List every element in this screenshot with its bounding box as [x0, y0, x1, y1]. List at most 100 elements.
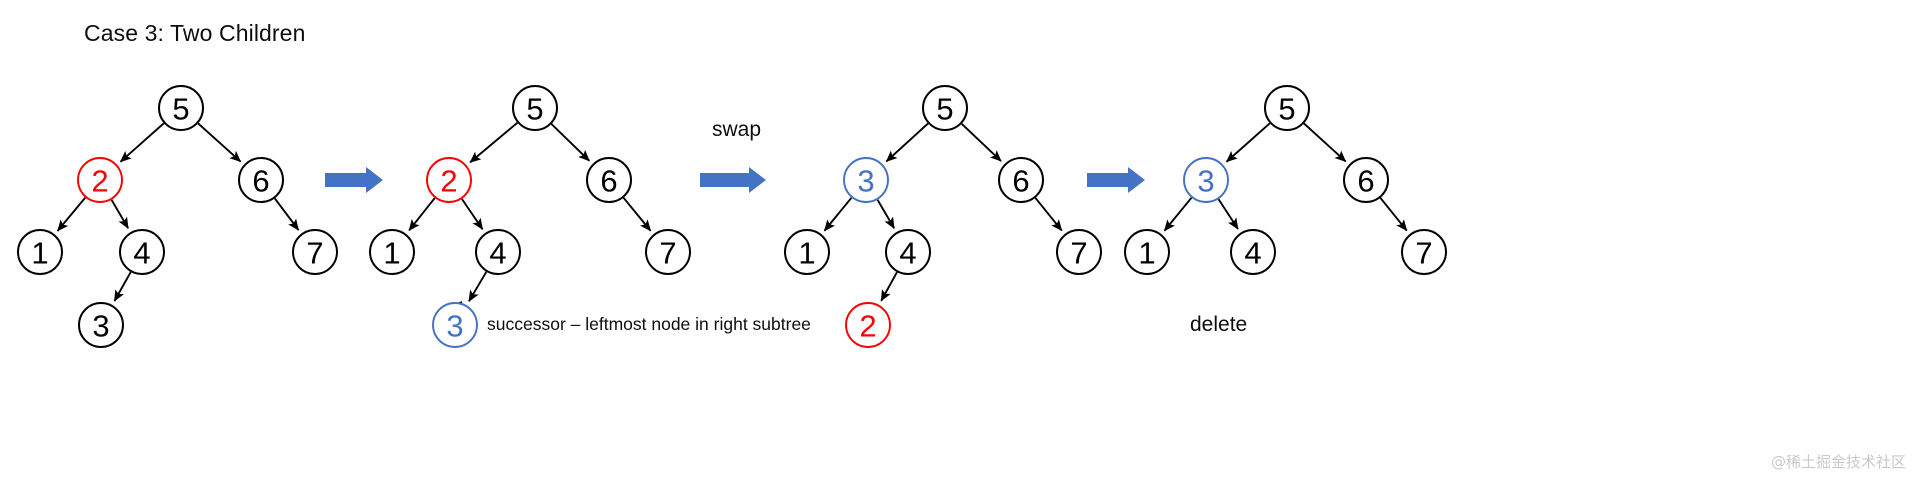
node-label: 2	[859, 309, 876, 344]
node-circle	[475, 229, 521, 275]
tree-edge	[550, 123, 590, 162]
tree-node-4[interactable]: 4	[119, 229, 165, 275]
tree-node-1[interactable]: 1	[784, 229, 830, 275]
node-label: 6	[600, 164, 617, 199]
node-circle	[586, 157, 632, 203]
node-circle	[426, 157, 472, 203]
tree-edge	[876, 199, 895, 229]
node-circle	[17, 229, 63, 275]
node-circle	[1401, 229, 1447, 275]
node-label: 5	[1278, 92, 1295, 127]
node-circle	[1124, 229, 1170, 275]
tree-node-5[interactable]: 5	[158, 85, 204, 131]
tree-node-2[interactable]: 2	[845, 302, 891, 348]
node-label: 3	[857, 164, 874, 199]
swap-label: swap	[712, 118, 762, 141]
tree-node-6[interactable]: 6	[998, 157, 1044, 203]
node-label: 7	[659, 236, 676, 271]
tree-node-3[interactable]: 3	[432, 302, 478, 348]
tree-node-7[interactable]: 7	[1401, 229, 1447, 275]
node-circle	[1343, 157, 1389, 203]
tree-node-3[interactable]: 3	[1183, 157, 1229, 203]
tree-edge	[622, 197, 652, 232]
tree-edge	[961, 123, 1002, 162]
node-circle	[843, 157, 889, 203]
tree-node-7[interactable]: 7	[292, 229, 338, 275]
tree-edge	[1225, 122, 1271, 163]
node-label: 6	[252, 164, 269, 199]
node-label: 4	[899, 236, 916, 271]
tree-node-5[interactable]: 5	[1264, 85, 1310, 131]
watermark: @稀土掘金技术社区	[1770, 453, 1906, 471]
tree-node-1[interactable]: 1	[1124, 229, 1170, 275]
tree-edge	[885, 122, 929, 163]
node-circle	[119, 229, 165, 275]
node-circle	[292, 229, 338, 275]
node-circle	[512, 85, 558, 131]
node-label: 6	[1012, 164, 1029, 199]
tree-node-1[interactable]: 1	[369, 229, 415, 275]
tree-edges-layer	[56, 122, 1408, 302]
tree-node-4[interactable]: 4	[475, 229, 521, 275]
tree-edge	[1303, 122, 1347, 163]
arrow-step-3	[1087, 167, 1145, 193]
tree-edge	[1217, 198, 1239, 230]
node-circle	[369, 229, 415, 275]
node-label: 2	[440, 164, 457, 199]
node-label: 5	[936, 92, 953, 127]
node-label: 7	[1415, 236, 1432, 271]
node-circle	[77, 157, 123, 203]
tree-edge	[119, 122, 165, 163]
tree-node-6[interactable]: 6	[238, 157, 284, 203]
tree-node-5[interactable]: 5	[512, 85, 558, 131]
node-label: 7	[1070, 236, 1087, 271]
delete-label: delete	[1190, 313, 1248, 336]
tree-nodes-layer: 5 2 6 1 4 7 3 5 2 6 1 4 7 3 5 3 6 1 4 7 2 5 3 6 1 4 7	[17, 85, 1447, 348]
node-label: 1	[1138, 236, 1155, 271]
node-circle	[1230, 229, 1276, 275]
tree-node-1[interactable]: 1	[17, 229, 63, 275]
node-label: 1	[798, 236, 815, 271]
node-label: 5	[526, 92, 543, 127]
tree-edge	[880, 271, 898, 302]
node-circle	[998, 157, 1044, 203]
tree-node-5[interactable]: 5	[922, 85, 968, 131]
tree-node-2[interactable]: 2	[77, 157, 123, 203]
node-label: 7	[306, 236, 323, 271]
node-circle	[238, 157, 284, 203]
tree-edge	[110, 199, 129, 229]
node-label: 3	[446, 309, 463, 344]
node-circle	[645, 229, 691, 275]
page-title: Case 3: Two Children	[84, 20, 306, 46]
node-label: 2	[91, 164, 108, 199]
node-label: 4	[133, 236, 150, 271]
node-circle	[432, 302, 478, 348]
node-circle	[845, 302, 891, 348]
node-circle	[1264, 85, 1310, 131]
tree-edge	[56, 197, 87, 232]
tree-node-2[interactable]: 2	[426, 157, 472, 203]
tree-edge	[113, 271, 132, 302]
tree-edge	[274, 197, 300, 231]
node-circle	[158, 85, 204, 131]
tree-edge	[408, 197, 436, 232]
tree-node-6[interactable]: 6	[586, 157, 632, 203]
tree-edge	[468, 271, 488, 302]
tree-node-3[interactable]: 3	[78, 302, 124, 348]
tree-node-4[interactable]: 4	[885, 229, 931, 275]
node-label: 4	[489, 236, 506, 271]
tree-node-3[interactable]: 3	[843, 157, 889, 203]
node-circle	[1056, 229, 1102, 275]
successor-annotation: successor – leftmost node in right subtr…	[487, 314, 811, 334]
node-label: 6	[1357, 164, 1374, 199]
arrow-step-2	[700, 167, 766, 193]
node-label: 5	[172, 92, 189, 127]
tree-node-7[interactable]: 7	[1056, 229, 1102, 275]
tree-node-6[interactable]: 6	[1343, 157, 1389, 203]
node-label: 3	[1197, 164, 1214, 199]
tree-node-4[interactable]: 4	[1230, 229, 1276, 275]
node-circle	[784, 229, 830, 275]
node-label: 3	[92, 309, 109, 344]
tree-node-7[interactable]: 7	[645, 229, 691, 275]
